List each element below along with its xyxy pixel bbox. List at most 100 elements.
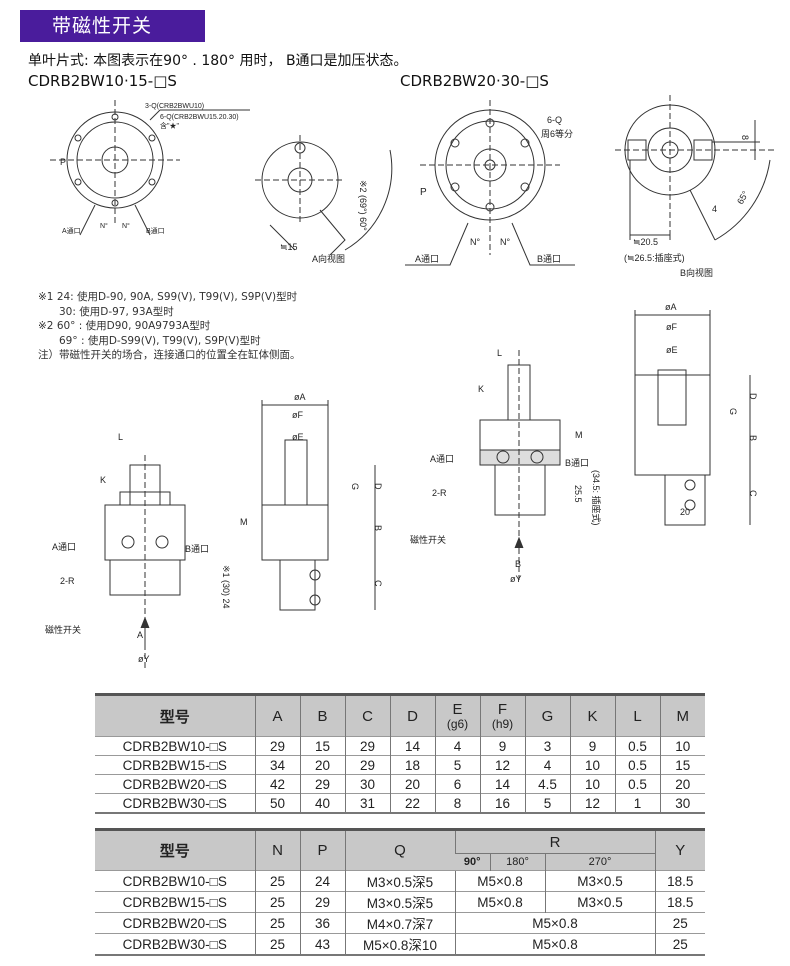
svg-text:øE: øE xyxy=(292,432,304,442)
svg-text:D: D xyxy=(748,393,758,400)
cell-Y: 18.5 xyxy=(654,870,705,892)
svg-text:25.5: 25.5 xyxy=(573,485,583,503)
svg-text:G: G xyxy=(728,408,738,415)
cell-Y: 18.5 xyxy=(654,891,705,913)
svg-text:A向视图: A向视图 xyxy=(312,253,345,264)
svg-text:※1 (30) 24: ※1 (30) 24 xyxy=(221,565,231,609)
side-view-left: L K M A通口 B通口 2-R 磁性开关 A øY ※1 (30) 24 ø… xyxy=(45,392,383,670)
col-Y: Y xyxy=(654,828,705,871)
svg-text:P: P xyxy=(420,187,427,198)
cell-A: 34 xyxy=(254,755,300,775)
cell-N: 25 xyxy=(254,933,300,956)
svg-text:øY: øY xyxy=(510,574,522,584)
col-header-label: 型号 xyxy=(159,708,190,726)
cell-Y: 25 xyxy=(654,912,705,934)
cell-A: 42 xyxy=(254,774,300,794)
svg-text:65°: 65° xyxy=(735,189,751,206)
cell-D: 14 xyxy=(389,736,435,756)
col-header-F: F(h9) xyxy=(479,693,525,737)
note-1: ※1 24: 使用D-90, 90A, S99(V), T99(V), S9P(… xyxy=(38,291,298,303)
model-label-right: CDRB2BW20·30-□S xyxy=(400,72,549,90)
svg-text:磁性开关: 磁性开关 xyxy=(45,624,81,635)
svg-text:C: C xyxy=(373,580,383,587)
svg-text:øY: øY xyxy=(138,654,150,664)
col-header-B: B xyxy=(299,693,345,737)
svg-text:K: K xyxy=(100,475,106,485)
svg-text:B: B xyxy=(373,525,383,531)
cell-R-270: M3×0.5 xyxy=(544,891,655,913)
svg-text:A通口: A通口 xyxy=(52,542,76,552)
cell-K: 12 xyxy=(569,793,615,814)
cell-M: 10 xyxy=(659,736,705,756)
svg-text:2-R: 2-R xyxy=(432,488,447,498)
svg-text:B通口: B通口 xyxy=(537,254,561,264)
note-2: ※2 60° : 使用D90, 90A9793A型时 xyxy=(38,320,211,332)
cell-model: CDRB2BW10-□S xyxy=(95,870,255,892)
svg-text:(≒26.5:插座式): (≒26.5:插座式) xyxy=(624,252,685,263)
col-header-label: B xyxy=(317,707,328,725)
cell-P: 24 xyxy=(299,870,345,892)
col-header-label: A xyxy=(272,707,283,725)
cell-G: 4 xyxy=(524,755,570,775)
svg-text:A通口: A通口 xyxy=(62,226,81,235)
col-header-D: D xyxy=(389,693,435,737)
svg-text:≒20.5: ≒20.5 xyxy=(633,237,658,247)
section-title: 带磁性开关 xyxy=(20,10,205,42)
cell-G: 4.5 xyxy=(524,774,570,794)
cell-A: 50 xyxy=(254,793,300,814)
cell-K: 10 xyxy=(569,755,615,775)
diagram-2: ≒15 A向视图 ※2 (69°) 60° xyxy=(255,135,393,264)
svg-text:周6等分: 周6等分 xyxy=(541,128,573,139)
col-header-G: G xyxy=(524,693,570,737)
svg-text:N°: N° xyxy=(470,237,480,247)
cell-P: 29 xyxy=(299,891,345,913)
svg-text:B向视图: B向视图 xyxy=(680,267,713,278)
cell-model: CDRB2BW10-□S xyxy=(95,736,255,756)
top-view-diagrams: 3-Q(CRB2BWU10) 6-Q(CRB2BWU15.20.30) 含"★"… xyxy=(50,95,775,278)
cell-C: 31 xyxy=(344,793,390,814)
cell-L: 0.5 xyxy=(614,755,660,775)
cell-K: 10 xyxy=(569,774,615,794)
svg-text:含"★": 含"★" xyxy=(160,121,179,130)
svg-text:磁性开关: 磁性开关 xyxy=(410,534,446,545)
cell-R-90-180: M5×0.8 xyxy=(454,891,545,913)
cell-L: 0.5 xyxy=(614,736,660,756)
cell-F: 12 xyxy=(479,755,525,775)
svg-text:B通口: B通口 xyxy=(185,544,209,554)
diagram-3: 6-Q 周6等分 P N° N° A通口 B通口 xyxy=(405,100,575,266)
col-header-label: C xyxy=(362,707,373,725)
svg-text:B: B xyxy=(748,435,758,441)
svg-text:2-R: 2-R xyxy=(60,576,75,586)
cell-model: CDRB2BW20-□S xyxy=(95,912,255,934)
note-2b: 69° : 使用D-S99(V), T99(V), S9P(V)型时 xyxy=(59,334,261,347)
cell-P: 43 xyxy=(299,933,345,956)
cell-A: 29 xyxy=(254,736,300,756)
cell-B: 29 xyxy=(299,774,345,794)
cell-R: M5×0.8 xyxy=(454,933,655,956)
svg-text:øF: øF xyxy=(666,322,677,332)
svg-text:6-Q: 6-Q xyxy=(547,115,562,125)
cell-model: CDRB2BW15-□S xyxy=(95,755,255,775)
svg-text:A通口: A通口 xyxy=(415,254,439,264)
cell-model: CDRB2BW20-□S xyxy=(95,774,255,794)
svg-text:※2 (69°) 60°: ※2 (69°) 60° xyxy=(358,180,368,231)
cell-E: 4 xyxy=(434,736,480,756)
svg-text:P: P xyxy=(60,157,66,167)
svg-text:M: M xyxy=(575,430,583,440)
svg-text:≒15: ≒15 xyxy=(280,242,298,252)
svg-text:L: L xyxy=(497,348,502,358)
col-header-label: L xyxy=(633,707,642,725)
note-3: 注）带磁性开关的场合，连接通口的位置全在缸体侧面。 xyxy=(38,349,301,361)
col-R-270: 270° xyxy=(544,853,655,871)
cell-R-90-180: M5×0.8 xyxy=(454,870,545,892)
svg-text:D: D xyxy=(373,483,383,490)
